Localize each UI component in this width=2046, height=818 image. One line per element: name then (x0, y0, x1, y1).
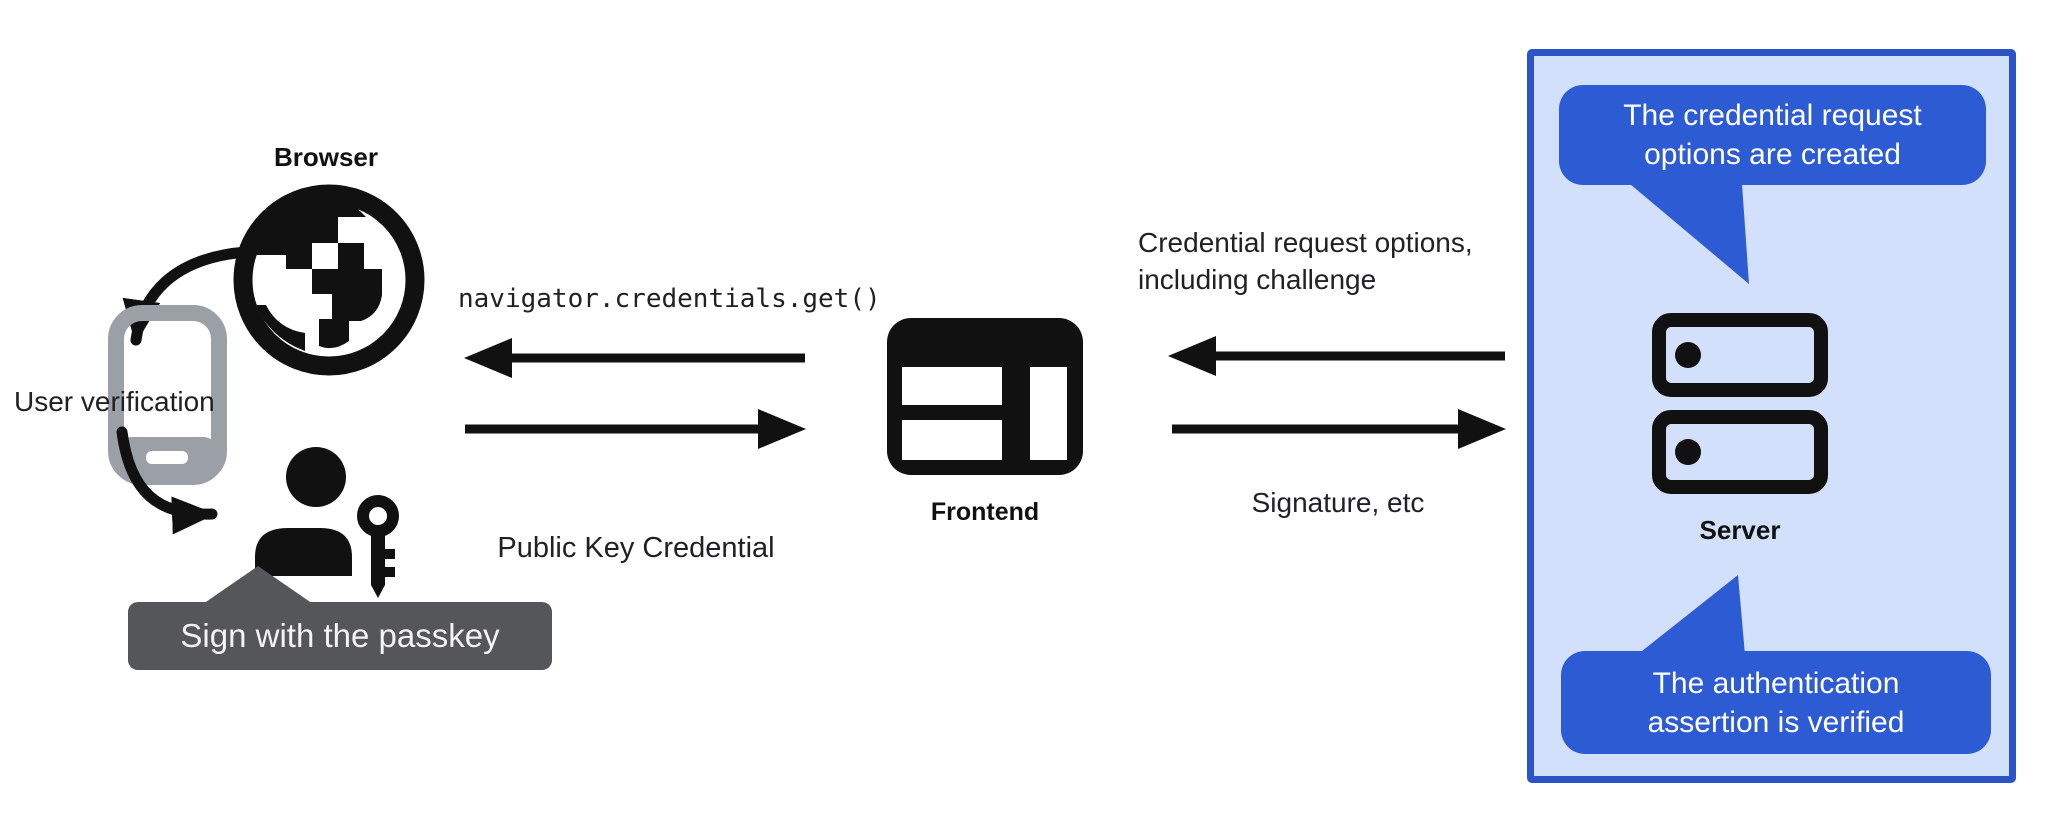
bottom-callout-line1: The authentication (1652, 667, 1900, 700)
bottom-callout: The authentication assertion is verified (1561, 651, 1991, 754)
signature-label: Signature, etc (1251, 487, 1425, 518)
arrow-browser-to-frontend (465, 409, 806, 449)
top-callout-line2: options are created (1644, 138, 1901, 171)
credential-request-options-label: Credential request options, including ch… (1138, 224, 1473, 298)
top-callout-tail (1630, 184, 1749, 284)
top-callout: The credential request options are creat… (1559, 85, 1986, 185)
tooltip-notch (200, 566, 316, 606)
frontend-label: Frontend (930, 498, 1040, 526)
arrow-frontend-to-server (1172, 409, 1506, 449)
arrow-frontend-to-browser (464, 338, 805, 378)
browser-window-icon (887, 318, 1083, 475)
passkey-tooltip-text: Sign with the passkey (180, 617, 500, 654)
top-callout-line1: The credential request (1623, 99, 1922, 132)
public-key-credential-label: Public Key Credential (497, 532, 775, 564)
bottom-callout-line2: assertion is verified (1647, 706, 1905, 739)
smartphone-icon (108, 305, 227, 485)
globe-icon (233, 184, 425, 376)
server-icon (1652, 313, 1828, 494)
arrow-server-to-frontend (1168, 336, 1505, 376)
user-verification-label: User verification (14, 386, 215, 417)
credential-request-options-line1: Credential request options, (1138, 227, 1473, 258)
credential-request-options-line2: including challenge (1138, 264, 1377, 295)
user-with-key-icon (255, 447, 399, 598)
browser-label: Browser (273, 142, 379, 172)
server-label: Server (1699, 515, 1781, 545)
curved-arrow-browser-to-phone (122, 246, 252, 346)
api-call-label: navigator.credentials.get() (458, 284, 881, 314)
passkey-tooltip: Sign with the passkey (128, 602, 552, 670)
curved-arrow-phone-to-user (116, 426, 218, 535)
bottom-callout-tail (1637, 575, 1745, 655)
